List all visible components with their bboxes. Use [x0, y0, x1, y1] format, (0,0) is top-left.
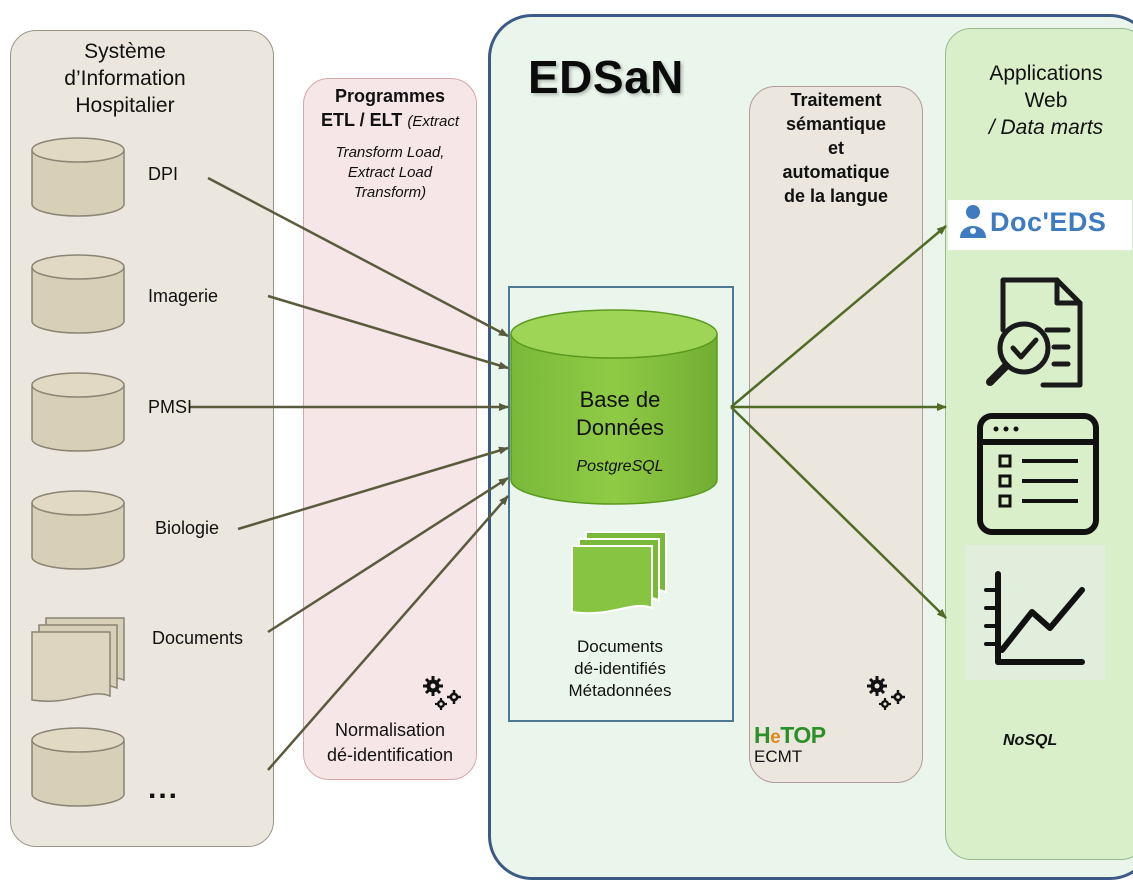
tal-gears-icon — [867, 676, 905, 710]
etl-subtitle: Transform Load, Extract Load Transform) — [305, 143, 475, 203]
source-label-pmsi: PMSI — [148, 397, 193, 417]
documents-label-line: Documents — [577, 637, 663, 656]
documents-label-line: Métadonnées — [568, 681, 672, 700]
diagram-graphics — [31, 137, 1105, 807]
etl-subtitle-first: (Extract — [407, 113, 460, 130]
tal-title-line: automatique — [782, 162, 890, 182]
arrow-db-to-chart-app — [730, 406, 947, 619]
sih-title-line: d’Information — [64, 67, 186, 90]
database-group-box — [508, 286, 734, 722]
etl-bottom-line: dé-identification — [326, 745, 454, 765]
main-database-icon — [510, 309, 718, 505]
arrow-biologie-to-db — [237, 446, 509, 531]
hetop-logo-e: e — [770, 727, 781, 748]
ecmt-label: ECMT — [754, 747, 803, 766]
doceds-logo-icon — [960, 205, 986, 238]
documents-label: Documents dé-identifiés Métadonnées — [510, 636, 730, 702]
etl-title-line: ETL / ELT (Extract — [305, 108, 475, 134]
deidentified-documents-icon — [571, 531, 667, 615]
etl-title-line: Programmes — [334, 86, 446, 106]
source-db-dpi-icon — [31, 137, 125, 217]
etl-subtitle-line: Transform) — [353, 184, 427, 201]
sih-title-line: Hospitalier — [75, 94, 175, 117]
source-db-imagerie-icon — [31, 254, 125, 334]
etl-subtitle-line: Transform Load, — [335, 144, 445, 161]
etl-bottom-line: Normalisation — [334, 720, 446, 740]
etl-bottom-label: Normalisation dé-identification — [305, 718, 475, 768]
apps-title: Applications Web / Data marts — [948, 60, 1133, 141]
etl-subtitle-line: Extract Load — [347, 164, 433, 181]
source-label-imagerie: Imagerie — [148, 286, 219, 306]
apps-title-line: Web — [1024, 89, 1068, 112]
etl-title: Programmes ETL / ELT (Extract — [305, 84, 475, 134]
database-label-line: Base de — [579, 387, 661, 412]
tal-title: Traitement sémantique et automatique de … — [752, 88, 920, 208]
line-chart-icon — [965, 545, 1105, 680]
source-db-other-icon — [31, 727, 125, 807]
source-documents-stack-icon — [31, 617, 125, 702]
database-label: Base de Données — [510, 386, 730, 442]
etl-panel — [303, 78, 477, 780]
source-db-biologie-icon — [31, 490, 125, 570]
documents-label-line: dé-identifiés — [574, 659, 666, 678]
doceds-logo-text: Doc'EDS — [990, 207, 1107, 237]
tal-title-line: et — [827, 138, 844, 158]
hetop-logo-h: H — [754, 722, 771, 748]
source-label-dpi: DPI — [148, 164, 179, 184]
arrow-imagerie-to-db — [267, 294, 509, 370]
apps-title-line: / Data marts — [988, 116, 1104, 139]
tal-panel — [749, 86, 923, 783]
tal-title-line: sémantique — [785, 114, 887, 134]
arrow-db-to-doceds — [730, 225, 947, 408]
etl-gears-icon — [423, 676, 461, 710]
arrow-other-to-db — [267, 495, 509, 771]
etl-title-acronyms: ETL / ELT — [320, 110, 403, 130]
edsan-title: EDSaN — [528, 51, 684, 103]
hetop-logo-rest: TOP — [780, 722, 826, 748]
arrow-dpi-to-db — [207, 176, 509, 338]
tal-title-line: de la langue — [783, 186, 889, 206]
sih-title: Système d’Information Hospitalier — [20, 38, 230, 119]
apps-title-line: Applications — [989, 62, 1103, 85]
sih-title-line: Système — [84, 40, 166, 63]
source-db-pmsi-icon — [31, 372, 125, 452]
hetop-logo: HeTOP — [754, 722, 826, 749]
database-label-line: Données — [575, 415, 665, 440]
source-label-biologie: Biologie — [155, 518, 220, 538]
database-engine: PostgreSQL — [576, 458, 664, 475]
web-form-list-icon — [977, 413, 1099, 535]
nosql-label: NoSQL — [1003, 732, 1058, 749]
source-label-documents: Documents — [152, 628, 244, 648]
source-label-other: ... — [148, 772, 180, 805]
arrow-documents-to-db — [267, 476, 509, 634]
document-search-check-icon — [986, 277, 1083, 388]
tal-title-line: Traitement — [790, 90, 882, 110]
